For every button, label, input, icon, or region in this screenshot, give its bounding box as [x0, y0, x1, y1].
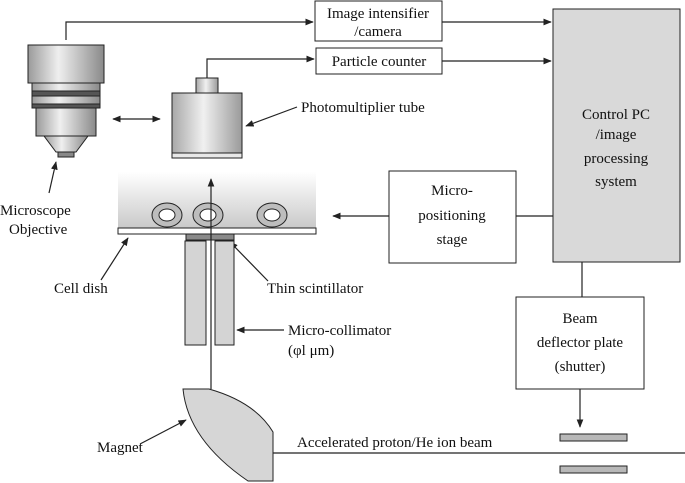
magnet [182, 388, 274, 482]
beam-deflector-label-2: deflector plate [537, 335, 624, 351]
thin-scintillator-label: Thin scintillator [267, 281, 363, 297]
micropositioning-box [388, 170, 517, 264]
photomultiplier-label: Photomultiplier tube [301, 100, 425, 116]
beam-label: Accelerated proton/He ion beam [297, 435, 493, 451]
cell-dish [117, 172, 317, 235]
thin-scintillator [185, 233, 235, 241]
micro-collimator [184, 240, 235, 346]
image-intensifier-label-2: /camera [354, 24, 402, 40]
beam-deflector-label-1: Beam [563, 311, 598, 327]
cell-2 [192, 202, 224, 228]
photomultiplier-tube [171, 77, 243, 159]
beam-deflector-label-3: (shutter) [555, 359, 606, 375]
pmt-to-counter-arrow [206, 55, 315, 78]
control-pc-label-2: /image [596, 127, 637, 143]
deflector-plate-top [559, 433, 628, 442]
microscope-label-2: Objective [9, 222, 68, 238]
cell-dish-pointer [100, 237, 129, 281]
microscope-pointer [48, 161, 58, 194]
micro-collimator-label-2: (φl μm) [288, 343, 334, 359]
cell-3 [256, 202, 288, 228]
micro-collimator-label-1: Micro-collimator [288, 323, 391, 339]
image-intensifier-label-1: Image intensifier [327, 6, 429, 22]
particle-counter-label: Particle counter [332, 54, 427, 70]
cell-1 [151, 202, 183, 228]
particle-counter-box [315, 47, 443, 75]
image-intensifier-box [314, 0, 443, 42]
microscope-to-intensifier-arrow [65, 18, 314, 40]
magnet-pointer [139, 419, 187, 445]
photomultiplier-pointer [245, 106, 298, 127]
control-pc-label-1: Control PC [582, 107, 650, 123]
microscope-label-1: Microscope [0, 203, 71, 219]
deflector-plate-bottom [559, 465, 628, 474]
control-pc-label-3: processing [584, 151, 649, 167]
micropositioning-label-2: positioning [418, 208, 486, 224]
magnet-label: Magnet [97, 440, 144, 456]
micropositioning-label-3: stage [437, 232, 468, 248]
micropositioning-label-1: Micro- [431, 183, 473, 199]
control-pc-label-4: system [595, 174, 637, 190]
beam-deflector-box [515, 296, 645, 390]
microscope-objective [27, 44, 105, 158]
cell-dish-label: Cell dish [54, 281, 108, 297]
control-pc-box [552, 8, 681, 263]
thin-scintillator-pointer [229, 241, 269, 282]
